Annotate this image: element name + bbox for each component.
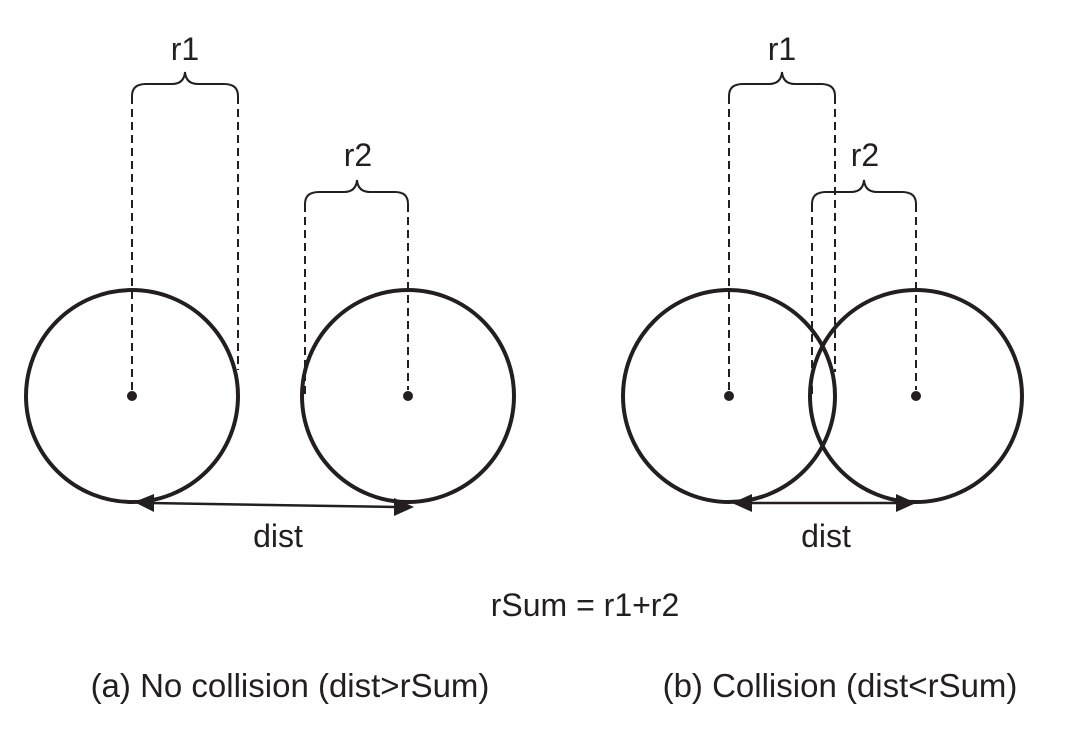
panel-b-dist-arrowhead-left: [732, 494, 752, 512]
panel-b-dist-label: dist: [801, 518, 851, 554]
panel-b-center-1: [724, 391, 734, 401]
panel-a-dist-arrow: [149, 501, 397, 509]
panel-a: r1 r2 dist (a) No collision (dist>rSum): [24, 31, 516, 704]
panel-a-center-1: [127, 391, 137, 401]
panel-a-dist-label: dist: [253, 518, 303, 554]
panel-a-r1-brace: [131, 71, 239, 97]
panel-b-r2-label: r2: [851, 137, 879, 173]
panel-a-caption: (a) No collision (dist>rSum): [91, 667, 490, 704]
panel-b-r2-brace: [811, 179, 917, 205]
panel-b-r1-brace: [728, 71, 836, 97]
panel-b-circle-1: [621, 288, 837, 504]
panel-b-caption: (b) Collision (dist<rSum): [663, 667, 1018, 704]
panel-a-dist-arrowhead-right: [394, 498, 414, 516]
panel-b-r1-label: r1: [768, 31, 796, 67]
panel-b: r1 r2 dist (b) Collision (dist<rSum): [621, 31, 1024, 704]
panel-a-center-2: [403, 391, 413, 401]
panel-a-dist-arrowhead-left: [134, 494, 154, 512]
panel-a-r2-brace: [304, 179, 409, 205]
panel-a-r2-label: r2: [344, 137, 372, 173]
panel-a-circle-1: [24, 288, 240, 504]
panel-b-center-2: [911, 391, 921, 401]
panel-b-dist-arrowhead-right: [896, 494, 916, 512]
rsum-formula: rSum = r1+r2: [491, 587, 680, 623]
panel-a-r1-label: r1: [171, 31, 199, 67]
